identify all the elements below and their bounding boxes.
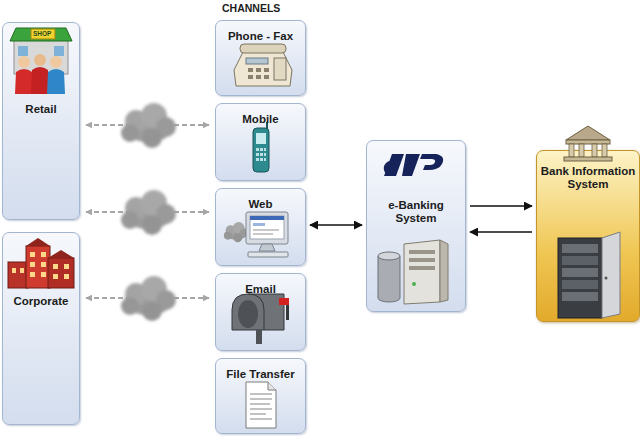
bank-building-icon [564,126,612,161]
data-flow-arrow [470,231,532,233]
dashed-link-arrow [86,124,209,126]
box-label: Web [245,198,275,211]
column-heading: CHANNELS [222,2,280,14]
network-cloud [121,103,176,148]
dashed-link-arrow [86,211,209,213]
box-label: Corporate [11,295,72,308]
network-cloud [121,276,176,321]
document-icon [246,382,276,428]
data-flow-arrow [470,205,532,207]
customer-group-panel: Retail [2,22,80,220]
vendor-logo [384,154,443,176]
system-box: Bank Information System [536,150,640,322]
box-label: Mobile [239,113,281,126]
box-label: Email [242,283,279,296]
channel-box: File Transfer [215,358,306,434]
box-label: Bank Information System [537,165,639,191]
mailbox-icon [232,294,289,344]
box-label: Retail [22,103,59,116]
server-icon [404,240,448,304]
shop-icon [10,28,72,94]
shop-sign-text: SHOP [33,30,51,37]
box-label: File Transfer [223,368,297,381]
corporate-buildings-icon [8,238,74,288]
box-label: e-Banking System [367,199,465,225]
dashed-link-arrow [86,297,209,299]
data-flow-arrow [310,224,362,226]
web-monitor-icon [224,212,288,257]
box-label: Phone - Fax [225,30,296,43]
server-cabinet-icon [558,232,620,318]
channel-box: Email [215,273,306,351]
mobile-phone-icon [253,122,269,172]
channel-box: Web [215,188,306,266]
system-box: e-Banking System [366,140,466,312]
customer-group-panel: Corporate [2,232,80,425]
database-icon [378,252,400,302]
network-cloud [121,190,176,235]
channel-box: Mobile [215,103,306,181]
phone-fax-icon [234,44,292,86]
channel-box: Phone - Fax [215,20,306,96]
